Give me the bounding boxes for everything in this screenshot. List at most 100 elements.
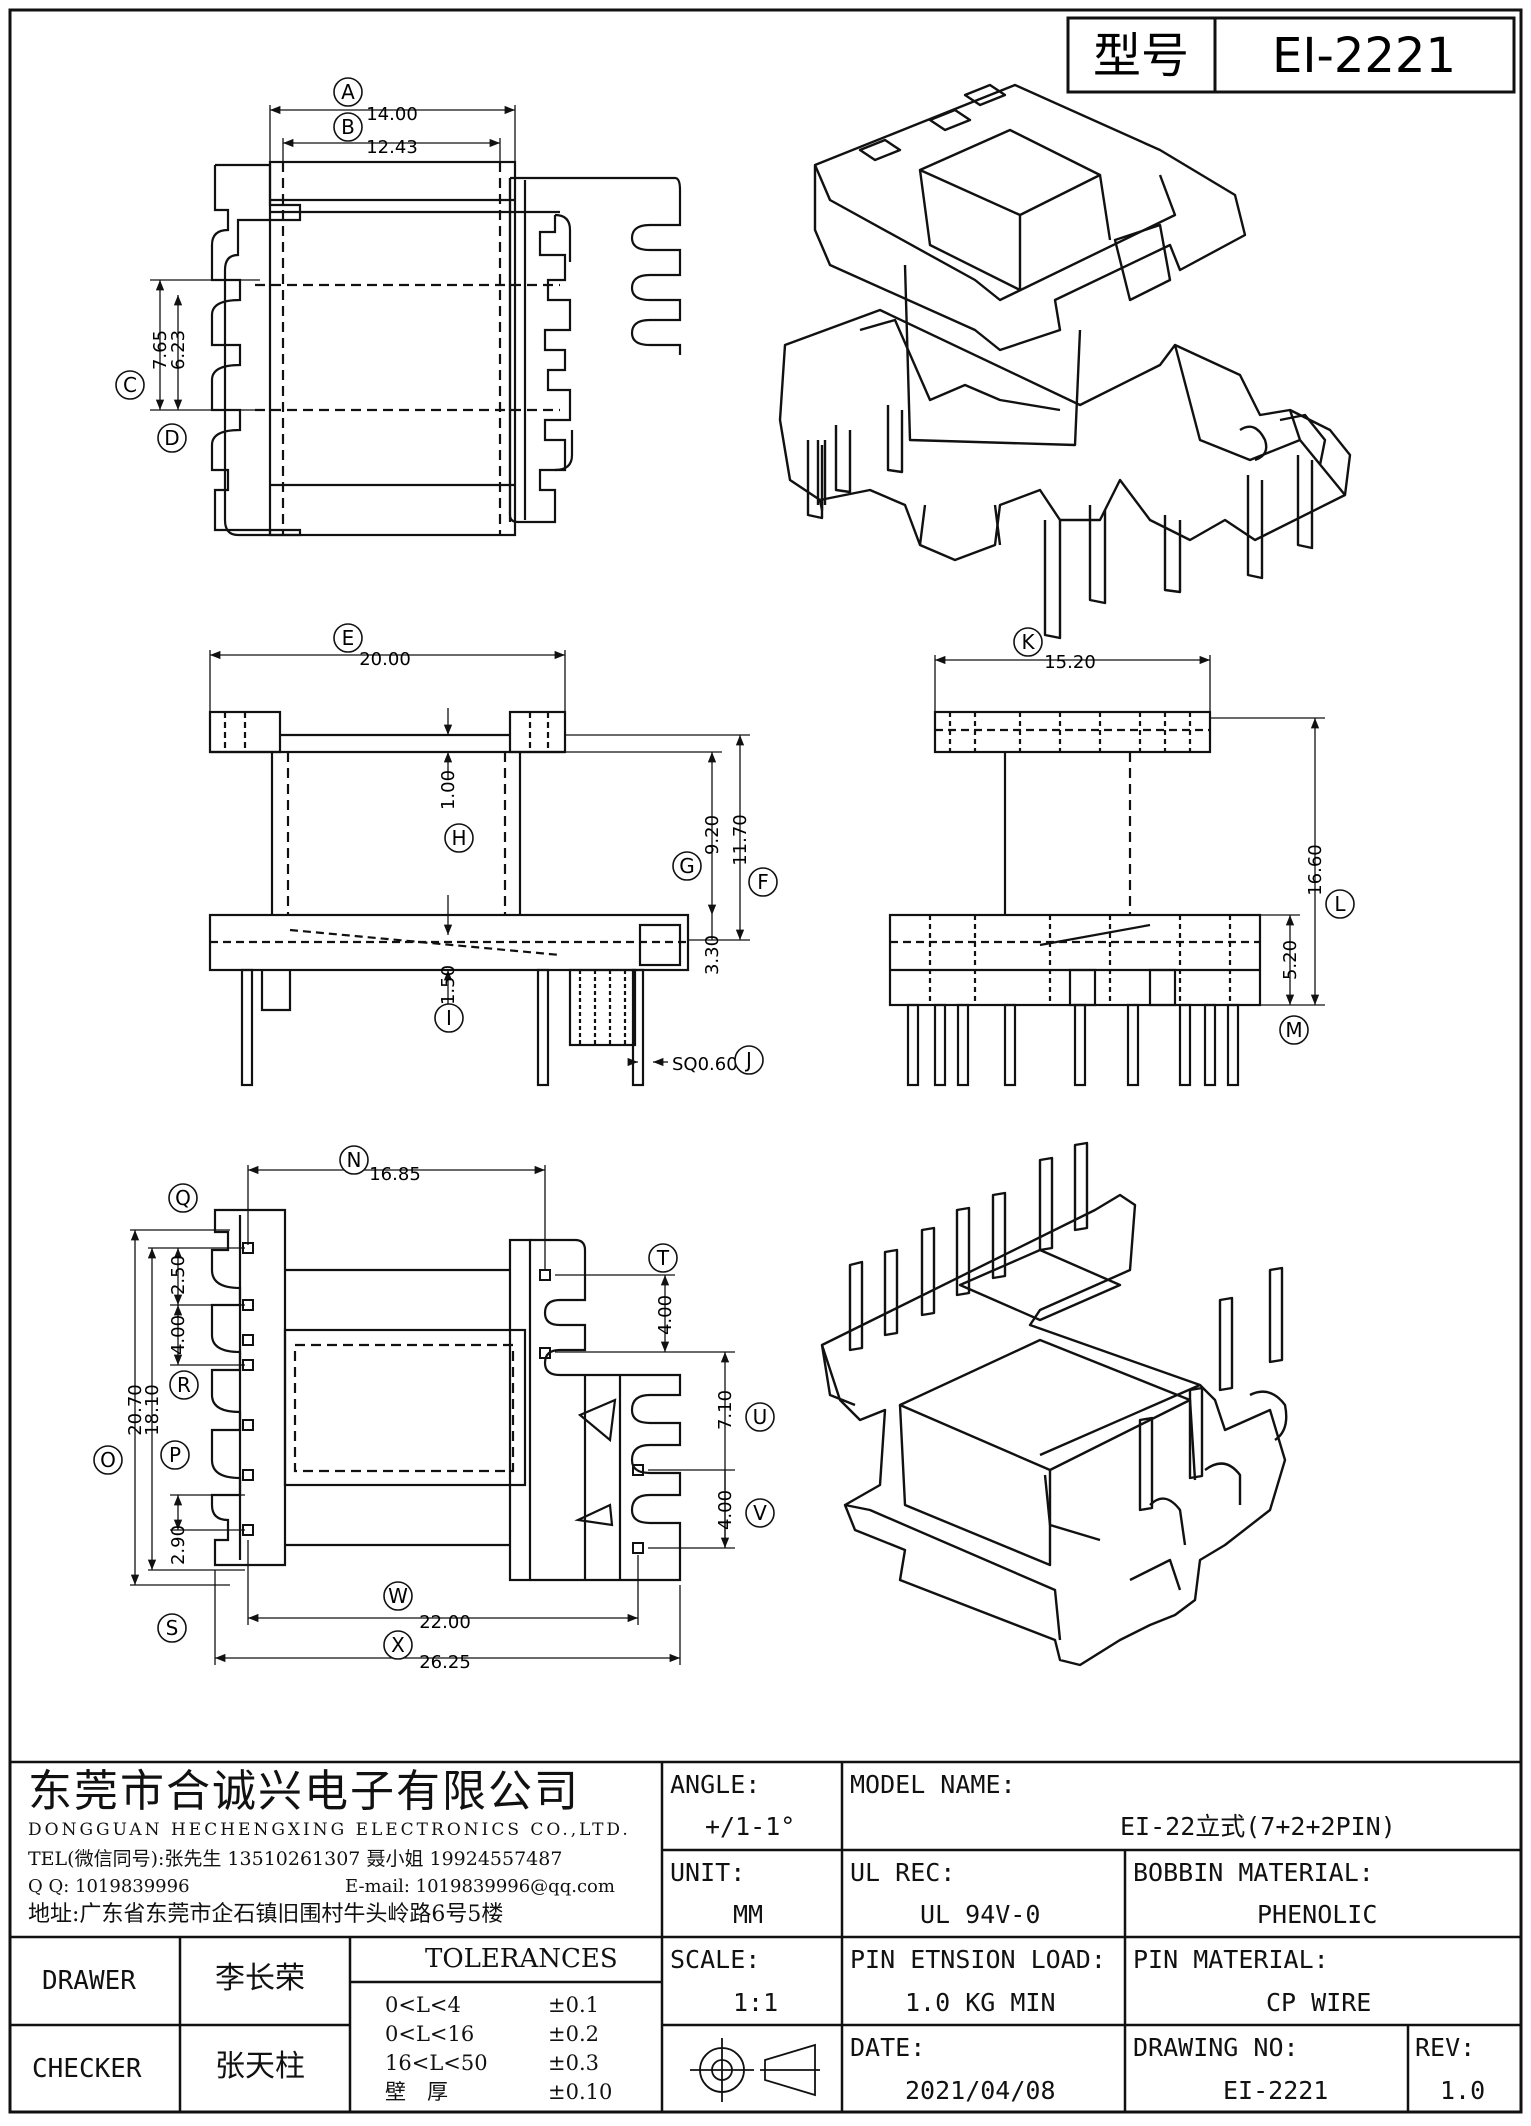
dim-T-value: 4.00 bbox=[655, 1295, 676, 1335]
dim-J-value: SQ0.60 bbox=[672, 1054, 738, 1075]
dim-B-value: 12.43 bbox=[366, 137, 418, 158]
company-tel: TEL(微信同号):张先生 13510261307 聂小姐 1992455748… bbox=[28, 1848, 563, 1870]
company-email: E-mail: 1019839996@qq.com bbox=[345, 1876, 615, 1897]
bobbin-material-value: PHENOLIC bbox=[1257, 1900, 1378, 1929]
pin-load-label: PIN ETNSION LOAD: bbox=[850, 1945, 1106, 1974]
isometric-view-bottom bbox=[820, 1141, 1288, 1667]
pin-load-value: 1.0 KG MIN bbox=[905, 1988, 1056, 2017]
pin-material-value: CP WIRE bbox=[1266, 1988, 1372, 2017]
model-header-box: 型号 EI-2221 bbox=[1066, 16, 1516, 94]
dim-P-circle bbox=[160, 1440, 190, 1470]
dim-G-circle bbox=[672, 851, 702, 881]
dim-G-letter: G bbox=[679, 854, 695, 878]
dim-I-value: 1.50 bbox=[438, 965, 459, 1005]
dim-3-30-value: 3.30 bbox=[702, 935, 723, 975]
dim-M-circle bbox=[1279, 1015, 1309, 1045]
dim-E-value: 20.00 bbox=[359, 649, 411, 670]
dim-E-circle bbox=[333, 623, 363, 653]
dim-S-circle bbox=[157, 1613, 187, 1643]
tolerance-value: ±0.10 bbox=[548, 2080, 613, 2104]
dim-N-value: 16.85 bbox=[369, 1164, 421, 1185]
company-name-en: DONGGUAN HECHENGXING ELECTRONICS CO.,LTD… bbox=[28, 1820, 631, 1840]
ul-value: UL 94V-0 bbox=[920, 1900, 1041, 1929]
dim-D-letter: D bbox=[164, 426, 179, 450]
dim-L-value: 16.60 bbox=[1305, 844, 1326, 896]
dim-I-circle bbox=[434, 1003, 464, 1033]
bottom-view bbox=[210, 1208, 682, 1582]
dim-D-circle bbox=[157, 423, 187, 453]
company-name-cn: 东莞市合诚兴电子有限公司 bbox=[28, 1766, 580, 1817]
dim-B-letter: B bbox=[341, 115, 355, 139]
top-view-dimensions bbox=[150, 105, 516, 411]
pin-material-label: PIN MATERIAL: bbox=[1133, 1945, 1329, 1974]
tolerance-range: 0<L<4 bbox=[385, 1993, 461, 2017]
dim-N-circle bbox=[339, 1145, 369, 1175]
dim-M-letter: M bbox=[1285, 1018, 1302, 1042]
date-value: 2021/04/08 bbox=[905, 2076, 1056, 2105]
checker-value: 张天柱 bbox=[215, 2049, 305, 2084]
dim-R-circle bbox=[169, 1370, 199, 1400]
rev-label: REV: bbox=[1415, 2033, 1476, 2062]
dim-P-letter: P bbox=[169, 1443, 181, 1467]
dim-K-value: 15.20 bbox=[1044, 652, 1096, 673]
tolerance-value: ±0.1 bbox=[548, 1993, 599, 2017]
dim-X-value: 26.25 bbox=[419, 1652, 471, 1673]
company-address: 地址:广东省东莞市企石镇旧围村牛头岭路6号5楼 bbox=[28, 1902, 504, 1927]
dim-O-circle bbox=[93, 1445, 123, 1475]
company-qq: Q Q: 1019839996 bbox=[28, 1876, 190, 1897]
dim-X-letter: X bbox=[391, 1633, 405, 1657]
dim-F-value: 11.70 bbox=[730, 814, 751, 866]
dim-C-letter: C bbox=[123, 373, 137, 397]
dim-H-value: 1.00 bbox=[438, 770, 459, 810]
dim-L-circle bbox=[1325, 889, 1355, 919]
dim-I-letter: I bbox=[446, 1006, 452, 1030]
dim-U-circle bbox=[745, 1402, 775, 1432]
dim-L-letter: L bbox=[1334, 892, 1346, 916]
drawing-no-value: EI-2221 bbox=[1223, 2076, 1329, 2105]
bottom-view-dimensions bbox=[130, 1165, 735, 1665]
model-name-label: MODEL NAME: bbox=[850, 1770, 1016, 1799]
dim-F-letter: F bbox=[757, 870, 769, 894]
scale-value: 1:1 bbox=[733, 1988, 779, 2017]
sheet-border bbox=[8, 8, 1523, 2114]
dim-P-value: 18.10 bbox=[142, 1384, 163, 1436]
title-block bbox=[10, 1760, 1521, 2112]
top-view bbox=[210, 160, 682, 537]
dim-S-letter: S bbox=[166, 1616, 179, 1640]
dim-Q-circle bbox=[168, 1183, 198, 1213]
dim-B-circle bbox=[333, 112, 363, 142]
dim-T-circle bbox=[648, 1243, 678, 1273]
scale-label: SCALE: bbox=[670, 1945, 761, 1974]
side-view bbox=[888, 710, 1262, 1087]
tolerance-range: 壁 厚 bbox=[385, 2080, 448, 2104]
date-label: DATE: bbox=[850, 2033, 926, 2062]
dim-S-value: 2.90 bbox=[168, 1525, 189, 1565]
dim-W-value: 22.00 bbox=[419, 1612, 471, 1633]
front-view bbox=[208, 710, 690, 1087]
dim-C-circle bbox=[115, 370, 145, 400]
tolerance-value: ±0.2 bbox=[548, 2022, 599, 2046]
dim-J-letter: J bbox=[744, 1048, 752, 1072]
unit-value: MM bbox=[733, 1900, 764, 1929]
ul-label: UL REC: bbox=[850, 1858, 956, 1887]
bottom-view-pin-holes bbox=[242, 1242, 644, 1554]
angle-label: ANGLE: bbox=[670, 1770, 761, 1799]
dim-X-circle bbox=[383, 1630, 413, 1660]
dim-V-letter: V bbox=[753, 1501, 767, 1525]
tolerances-title: TOLERANCES bbox=[425, 1944, 618, 1974]
dim-G-value: 9.20 bbox=[702, 815, 723, 855]
dim-K-letter: K bbox=[1021, 630, 1035, 654]
dim-W-letter: W bbox=[388, 1584, 408, 1608]
dim-O-value: 20.70 bbox=[125, 1384, 146, 1436]
dim-A-circle bbox=[333, 77, 363, 107]
dim-T-letter: T bbox=[656, 1246, 670, 1270]
side-view-dimensions bbox=[934, 655, 1325, 1006]
dim-H-letter: H bbox=[451, 826, 466, 850]
model-value: EI-2221 bbox=[1272, 28, 1456, 84]
dim-K-circle bbox=[1013, 627, 1043, 657]
dim-D-value: 6.23 bbox=[168, 330, 189, 370]
dim-W-circle bbox=[383, 1581, 413, 1611]
front-view-dimensions bbox=[209, 650, 750, 1072]
